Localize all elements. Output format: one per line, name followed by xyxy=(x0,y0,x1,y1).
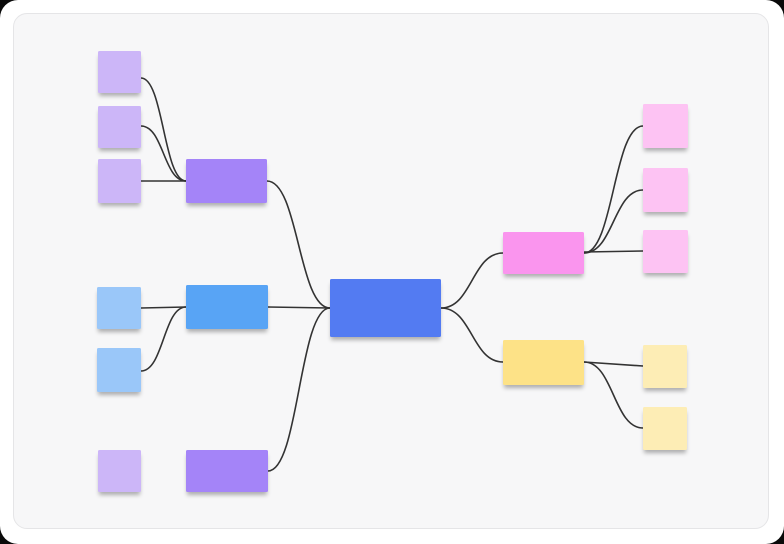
branch-node-purple-top[interactable] xyxy=(186,159,267,203)
sticky-note-yellow-2[interactable] xyxy=(643,407,687,450)
sticky-note-lilac-2[interactable] xyxy=(98,106,141,148)
sticky-note-pink-2[interactable] xyxy=(643,168,688,212)
sticky-note-lilac-3[interactable] xyxy=(98,159,141,203)
branch-node-pink[interactable] xyxy=(503,232,584,274)
root-node-central[interactable] xyxy=(330,279,441,337)
sticky-note-lilac-1[interactable] xyxy=(98,51,141,93)
sticky-note-lilac-unlinked[interactable] xyxy=(98,450,141,492)
branch-node-blue[interactable] xyxy=(186,285,268,329)
branch-node-purple-bottom[interactable] xyxy=(186,450,268,492)
branch-node-yellow[interactable] xyxy=(503,340,584,385)
sticky-note-pink-3[interactable] xyxy=(643,230,688,273)
sticky-note-blue-1[interactable] xyxy=(97,287,141,329)
sticky-note-pink-1[interactable] xyxy=(643,104,688,148)
sticky-note-yellow-1[interactable] xyxy=(643,345,687,388)
sticky-note-blue-2[interactable] xyxy=(97,348,141,392)
